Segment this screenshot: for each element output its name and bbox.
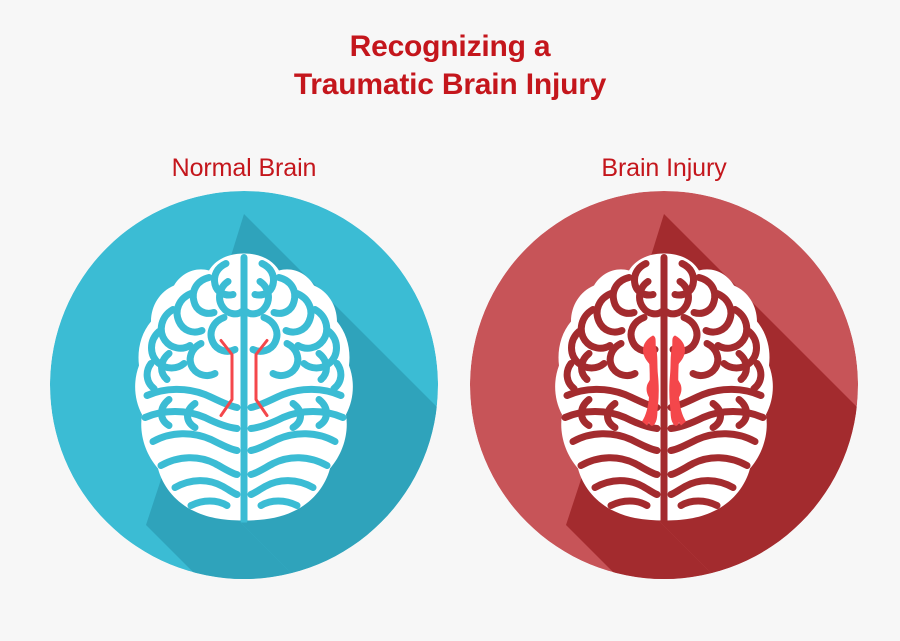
panel-label-normal-brain: Normal Brain: [171, 154, 317, 182]
panel-label-brain-injury: Brain Injury: [601, 154, 727, 182]
page-title: Recognizing a Traumatic Brain Injury: [0, 28, 900, 104]
brain-icon-normal: [129, 248, 359, 523]
brain-injury-icon: [549, 248, 779, 523]
panel-normal-brain: [50, 191, 438, 579]
title-line-2: Traumatic Brain Injury: [293, 68, 607, 101]
panel-brain-injury: [470, 191, 858, 579]
title-line-1: Recognizing a: [349, 30, 551, 63]
